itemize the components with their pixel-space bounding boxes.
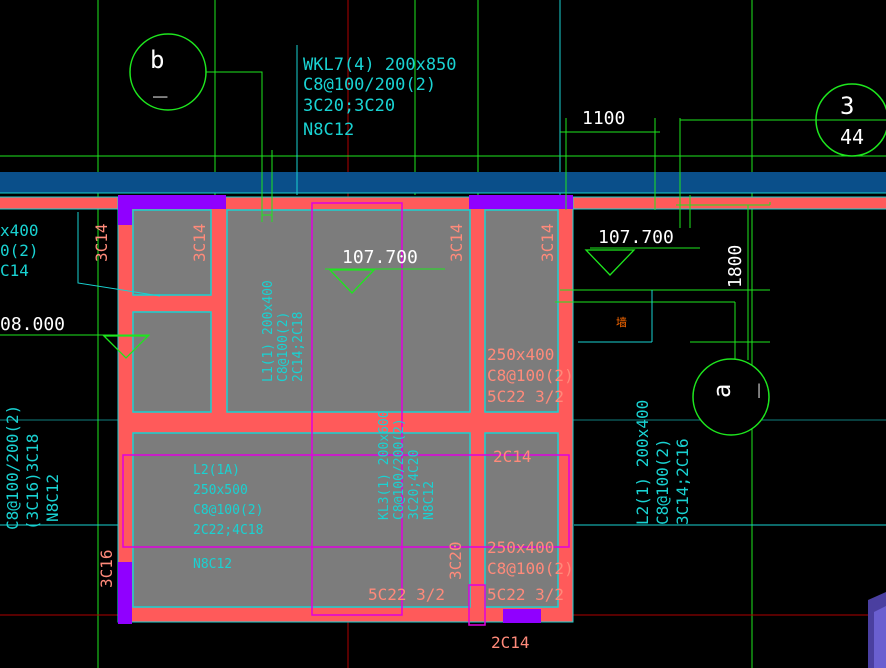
rebar-3c14-d: 3C14 bbox=[538, 223, 557, 262]
panel-6 bbox=[484, 432, 559, 608]
corner-widget[interactable] bbox=[868, 592, 886, 668]
column-stubs bbox=[118, 195, 573, 624]
note-a1: L1(1) 200x400 bbox=[261, 280, 276, 382]
axis-b-sub: _ bbox=[153, 70, 168, 98]
axis-bubble-a[interactable]: a _ bbox=[692, 358, 770, 436]
axis-a-sub: _ bbox=[732, 383, 760, 398]
dimension-1800: 1800 bbox=[725, 245, 746, 288]
right-note-2: C8@100(2) bbox=[653, 438, 672, 525]
elevation-symbols bbox=[102, 249, 636, 359]
rebar-c8-b: C8@100(2) bbox=[487, 559, 574, 578]
right-beam-label: L2(1) 200x400 C8@100(2) 3C14;2C16 bbox=[633, 400, 692, 525]
wall-band bbox=[0, 172, 886, 193]
left-text-3: C14 bbox=[0, 261, 29, 280]
right-note-1: L2(1) 200x400 bbox=[633, 400, 652, 525]
elevation-text-2: 107.700 bbox=[598, 227, 674, 248]
left-rot-1: C8@100/200(2) bbox=[3, 405, 22, 530]
left-rot-3: N8C12 bbox=[43, 474, 62, 522]
slab-block bbox=[117, 196, 574, 623]
note-c4: N8C12 bbox=[422, 481, 437, 520]
beam-label-wkl7: WKL7(4) 200x850 C8@100/200(2) 3C20;3C20 … bbox=[303, 55, 457, 140]
left-beam-label: x400 0(2) C14 bbox=[0, 221, 39, 280]
panel-1 bbox=[132, 209, 212, 296]
note-b3: C8@100(2) bbox=[193, 503, 263, 518]
note-b4: 2C22;4C18 bbox=[193, 523, 263, 538]
rebar-5c22-bottom: 5C22 3/2 bbox=[368, 585, 445, 604]
rebar-5c22-a: 5C22 3/2 bbox=[487, 387, 564, 406]
rebar-3c20: 3C20 bbox=[446, 541, 465, 580]
rebar-c8-a: C8@100(2) bbox=[487, 366, 574, 385]
leader-lines bbox=[0, 71, 826, 360]
red-mark: 墙 bbox=[616, 315, 627, 329]
note-b5: N8C12 bbox=[193, 557, 232, 572]
rebar-5c22-b: 5C22 3/2 bbox=[487, 585, 564, 604]
rebar-2c14-bottom: 2C14 bbox=[491, 633, 530, 652]
axis-3-bottom: 44 bbox=[840, 125, 864, 149]
rebar-3c14-c: 3C14 bbox=[447, 223, 466, 262]
panel-3 bbox=[226, 209, 471, 413]
axis-a-letter: a bbox=[708, 384, 736, 398]
rebar-3c14-b: 3C14 bbox=[190, 223, 209, 262]
elevation-text-1: 107.700 bbox=[342, 247, 418, 268]
rebar-3c14-a: 3C14 bbox=[92, 223, 111, 262]
left-rotated-label: C8@100/200(2) (3C16)3C18 N8C12 bbox=[3, 405, 62, 530]
wkl7-line3: 3C20;3C20 bbox=[303, 96, 395, 116]
left-text-1: x400 bbox=[0, 221, 39, 240]
magenta-outline bbox=[122, 202, 570, 626]
axis-bubble-b[interactable]: b _ bbox=[129, 33, 207, 111]
axis-b-letter: b bbox=[150, 46, 164, 74]
wkl7-line2: C8@100/200(2) bbox=[303, 75, 436, 95]
elevation-text-3: 08.000 bbox=[0, 314, 65, 335]
panel-4 bbox=[484, 209, 559, 413]
dimension-1100: 1100 bbox=[582, 108, 625, 129]
note-b2: 250x500 bbox=[193, 483, 248, 498]
note-c3: 3C20;4C20 bbox=[407, 450, 422, 520]
note-a2: C8@100(2) bbox=[276, 312, 291, 382]
wkl7-line4: N8C12 bbox=[303, 120, 354, 140]
note-a3: 2C14;2C18 bbox=[291, 312, 306, 382]
red-mark-box bbox=[616, 312, 628, 330]
rebar-3c16: 3C16 bbox=[97, 549, 116, 588]
note-c1: KL3(1) 200x600 bbox=[377, 410, 392, 520]
axis-3-top: 3 bbox=[840, 92, 854, 120]
rebar-250x400-b: 250x400 bbox=[487, 538, 554, 557]
wkl7-line1: WKL7(4) 200x850 bbox=[303, 55, 457, 75]
panel-5 bbox=[132, 432, 471, 608]
slab-beam-notes: L1(1) 200x400 C8@100(2) 2C14;2C18 L2(1A)… bbox=[193, 280, 437, 572]
rebar-labels: 3C14 3C14 3C14 3C14 3C16 3C20 250x400 C8… bbox=[92, 223, 574, 652]
rebar-2c14-mid: 2C14 bbox=[493, 447, 532, 466]
note-b1: L2(1A) bbox=[193, 463, 240, 478]
left-rot-2: (3C16)3C18 bbox=[23, 434, 42, 530]
left-text-2: 0(2) bbox=[0, 241, 39, 260]
rebar-250x400-a: 250x400 bbox=[487, 345, 554, 364]
axis-bubble-3[interactable]: 3 44 bbox=[815, 83, 886, 157]
panel-2 bbox=[132, 311, 212, 413]
right-note-3: 3C14;2C16 bbox=[673, 438, 692, 525]
note-c2: C8@100/200(2) bbox=[392, 418, 407, 520]
cyan-leaders bbox=[77, 45, 653, 526]
